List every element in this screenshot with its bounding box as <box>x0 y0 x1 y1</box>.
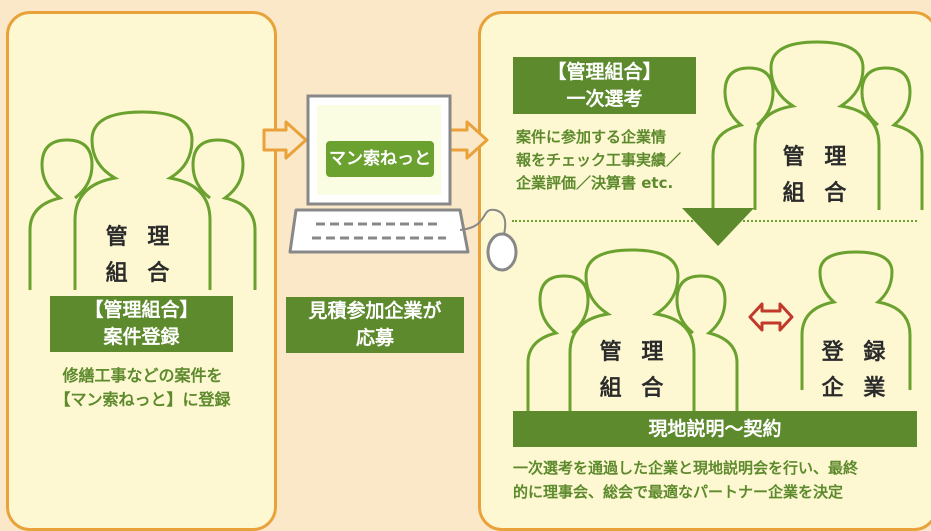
right-bottom-people-label: 管 理 組 合 <box>582 335 687 407</box>
right-bottom-desc-line2: 的に理事会、総会で最適なパートナー企業を決定 <box>513 483 844 501</box>
arrow-right-icon <box>262 120 308 160</box>
left-people-label: 管 理 組 合 <box>88 220 193 292</box>
left-people-label-line2: 組 合 <box>105 261 176 286</box>
right-top-desc-line2: 報をチェック工事実績／ <box>516 151 682 169</box>
person-icon <box>800 250 912 390</box>
left-people-label-line1: 管 理 <box>105 225 176 250</box>
left-desc-line1: 修繕工事などの案件を <box>62 366 223 385</box>
people-group-icon <box>711 40 924 210</box>
double-arrow-icon <box>748 302 794 332</box>
left-bar-line2: 案件登録 <box>103 326 180 348</box>
right-bottom-people-line2: 組 合 <box>599 376 670 401</box>
left-panel <box>6 11 277 531</box>
left-step-bar: 【管理組合】 案件登録 <box>50 296 233 352</box>
right-bottom-people-line1: 管 理 <box>599 340 670 365</box>
right-top-bar-line2: 一次選考 <box>566 88 643 110</box>
screen-logo: マン索ねっと <box>326 141 434 177</box>
middle-bar-line2: 応募 <box>355 327 394 349</box>
right-top-people-label: 管 理 組 合 <box>765 140 870 212</box>
right-top-step-bar: 【管理組合】 一次選考 <box>513 57 696 114</box>
people-group-icon <box>526 248 739 418</box>
computer-icon <box>288 94 518 272</box>
company-label-line2: 企 業 <box>821 376 892 401</box>
right-top-desc-line1: 案件に参加する企業情 <box>516 128 667 146</box>
right-top-people-line2: 組 合 <box>782 181 853 206</box>
right-bottom-step-bar: 現地説明〜契約 <box>513 411 917 447</box>
middle-bar-line1: 見積参加企業が <box>308 300 442 322</box>
right-top-description: 案件に参加する企業情 報をチェック工事実績／ 企業評価／決算書 etc. <box>516 126 716 195</box>
right-bottom-desc-line1: 一次選考を通過した企業と現地説明会を行い、最終 <box>513 459 859 477</box>
right-bottom-description: 一次選考を通過した企業と現地説明会を行い、最終 的に理事会、総会で最適なパートナ… <box>513 456 923 504</box>
right-top-people-line1: 管 理 <box>782 145 853 170</box>
middle-step-bar: 見積参加企業が 応募 <box>286 297 464 353</box>
right-top-desc-line3: 企業評価／決算書 etc. <box>516 174 674 192</box>
company-label: 登 録 企 業 <box>804 335 909 407</box>
left-bar-line1: 【管理組合】 <box>84 299 199 321</box>
left-description: 修繕工事などの案件を 【マン索ねっと】に登録 <box>30 364 255 412</box>
mouse-icon <box>486 232 518 272</box>
right-bottom-bar-text: 現地説明〜契約 <box>648 418 782 440</box>
people-group-icon <box>28 110 257 290</box>
right-top-bar-line1: 【管理組合】 <box>547 61 662 83</box>
company-label-line1: 登 録 <box>821 340 892 365</box>
left-desc-line2: 【マン索ねっと】に登録 <box>54 390 231 409</box>
triangle-down-icon <box>682 208 754 246</box>
screen-logo-text: マン索ねっと <box>329 149 431 169</box>
